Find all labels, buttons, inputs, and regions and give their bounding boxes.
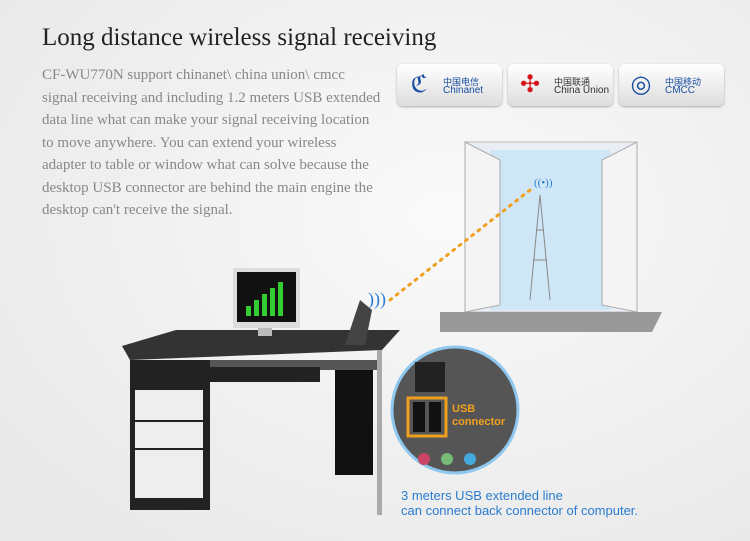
wireless-adapter	[345, 300, 372, 345]
desk-illustration	[122, 268, 400, 515]
wifi-icon: )))	[368, 289, 386, 310]
wifi-icon: ((•))	[534, 177, 553, 189]
signal-tower	[529, 194, 551, 301]
china-unicom-logo-icon: ✣	[519, 71, 541, 98]
usb-port-callout	[390, 345, 520, 475]
signal-dotted-line	[388, 188, 532, 302]
description: CF-WU770N support chinanet\ china union\…	[42, 67, 381, 218]
window-illustration: ((•))	[440, 141, 662, 332]
page-title: Long distance wireless signal receiving	[42, 24, 437, 51]
cmcc-logo-icon: ◎	[630, 71, 652, 98]
chinanet-logo-icon: ℭ	[410, 71, 428, 98]
